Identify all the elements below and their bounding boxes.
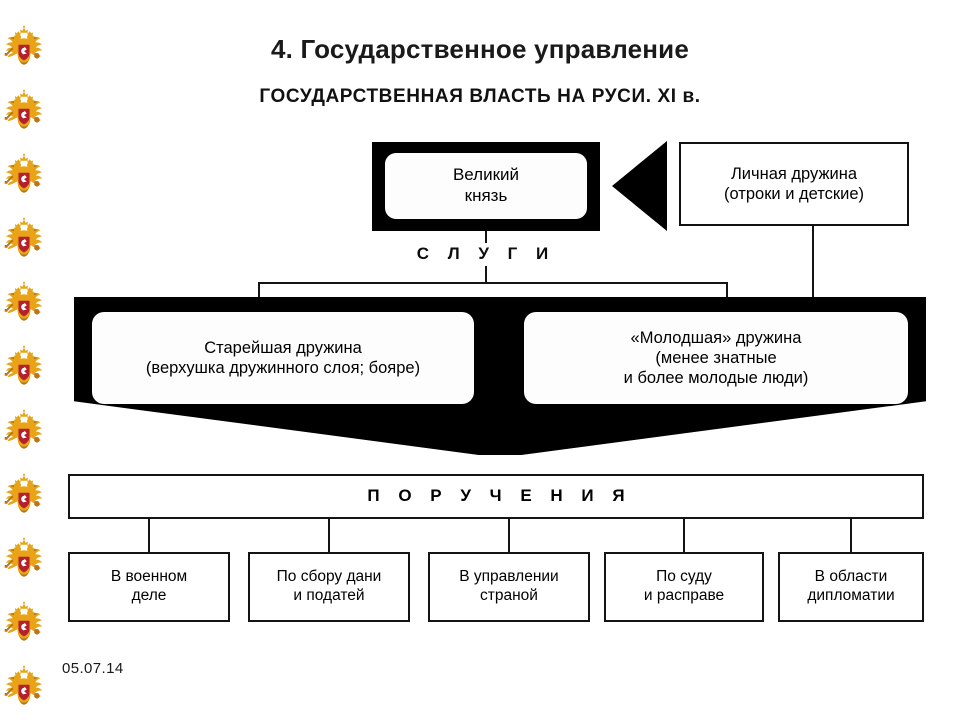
node-grand-prince[interactable]: Великий князь [385,153,587,219]
connector-errands-to-duty-1 [328,519,330,552]
node-elder-druzhina-line2: (верхушка дружинного слоя; бояре) [145,359,421,377]
node-younger-druzhina-line2: (менее знатные [655,348,777,367]
node-duty-tribute[interactable]: По сбору дани и податей [248,552,410,622]
node-duty-justice[interactable]: По суду и расправе [604,552,764,622]
node-elder-druzhina-line1: Старейшая дружина [204,338,362,357]
node-younger-druzhina-line3: и более молодые люди) [623,369,809,388]
node-duty-diplomacy-line2: дипломатии [807,587,895,604]
connector-bus-to-younger [726,282,728,300]
node-younger-druzhina[interactable]: «Молодшая» дружина (менее знатные и боле… [524,312,908,404]
connector-bus-horizontal [258,282,728,284]
connector-errands-to-duty-2 [508,519,510,552]
node-duty-justice-line2: и расправе [643,587,725,604]
node-duty-governance-line2: страной [480,587,538,604]
node-duty-justice-line1: По суду [656,568,712,586]
connector-errands-to-duty-0 [148,519,150,552]
russian-double-headed-eagle-icon [4,473,42,513]
russian-double-headed-eagle-icon [4,25,42,65]
russian-double-headed-eagle-icon [4,281,42,321]
label-servants: С Л У Г И [372,243,600,266]
russian-double-headed-eagle-icon [4,665,42,705]
node-duty-diplomacy-line1: В области [814,568,888,586]
footer-date: 05.07.14 [62,660,124,677]
node-duty-governance-line1: В управлении [459,568,559,586]
node-personal-druzhina[interactable]: Личная дружина (отроки и детские) [679,142,909,226]
left-arrow-icon [612,141,667,231]
connector-errands-to-duty-3 [683,519,685,552]
node-grand-prince-line2: князь [464,186,508,205]
connector-bus-to-elder [258,282,260,300]
russian-double-headed-eagle-icon [4,409,42,449]
russian-double-headed-eagle-icon [4,153,42,193]
node-errands-bar[interactable]: П О Р У Ч Е Н И Я [68,474,924,519]
russian-double-headed-eagle-icon [4,601,42,641]
connector-errands-to-duty-4 [850,519,852,552]
node-grand-prince-line1: Великий [452,165,520,185]
node-younger-druzhina-line1: «Молодшая» дружина [630,328,802,347]
page-title: 4. Государственное управление [270,34,689,64]
node-duty-governance[interactable]: В управлении страной [428,552,590,622]
node-duty-military-line1: В военном [110,568,188,586]
node-duty-tribute-line2: и податей [293,587,365,604]
node-duty-diplomacy[interactable]: В области дипломатии [778,552,924,622]
emblem-border-strip [0,0,48,720]
node-personal-druzhina-line1: Личная дружина [730,164,858,183]
node-duty-tribute-line1: По сбору дани [276,568,382,586]
russian-double-headed-eagle-icon [4,217,42,257]
node-elder-druzhina[interactable]: Старейшая дружина (верхушка дружинного с… [92,312,474,404]
russian-double-headed-eagle-icon [4,345,42,385]
russian-double-headed-eagle-icon [4,537,42,577]
russian-double-headed-eagle-icon [4,89,42,129]
connector-personal-druzhina-down [812,226,814,300]
diagram-title: ГОСУДАРСТВЕННАЯ ВЛАСТЬ НА РУСИ. XI в. [259,86,701,107]
node-personal-druzhina-line2: (отроки и детские) [723,185,865,203]
node-duty-military[interactable]: В военном деле [68,552,230,622]
node-duty-military-line2: деле [131,587,167,604]
